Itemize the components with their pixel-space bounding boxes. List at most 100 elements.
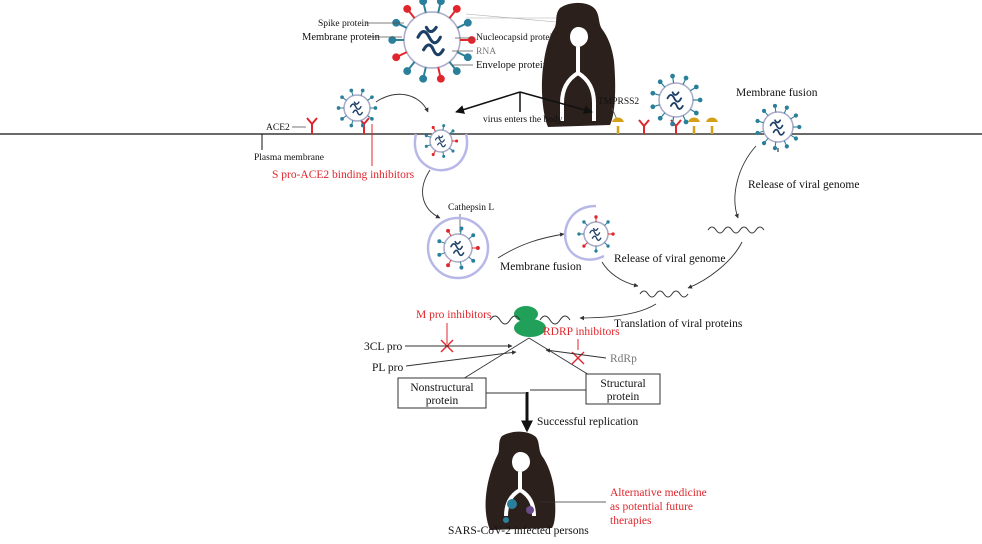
- rna-coil: [434, 135, 447, 148]
- spike-head: [697, 97, 703, 103]
- spike-stalk: [422, 67, 427, 77]
- spike-stalk: [672, 116, 675, 123]
- spike-stalk: [422, 3, 427, 13]
- virion-fusing: [577, 215, 615, 253]
- spike-stalk: [584, 222, 588, 226]
- spike-head: [424, 144, 428, 148]
- label-translation: Translation of viral proteins: [614, 318, 743, 330]
- label-virus-enters: virus enters the body: [483, 115, 563, 125]
- spike-head: [436, 0, 445, 6]
- spike-stalk: [440, 241, 446, 244]
- ribosome: [489, 306, 571, 337]
- spike-stalk: [774, 141, 777, 147]
- spike-stalk: [774, 107, 777, 113]
- spike-head: [340, 95, 344, 99]
- spike-head: [437, 239, 442, 244]
- spike-stalk: [604, 222, 608, 226]
- spike-stalk: [448, 259, 452, 265]
- label-plasma-membrane: Plasma membrane: [254, 153, 324, 163]
- label-m-pro-inhibitors: M pro inhibitors: [416, 309, 492, 321]
- spike-stalk: [468, 235, 473, 240]
- spike-head: [360, 123, 365, 128]
- spike-head: [437, 252, 442, 257]
- endocytosis-vesicle: [413, 133, 469, 172]
- label-3cl-pro: 3CL pro: [364, 341, 402, 353]
- spike-head: [594, 215, 598, 219]
- spike-head: [419, 0, 428, 6]
- spike-head: [761, 140, 767, 146]
- label-membrane-fusion-top: Membrane fusion: [736, 87, 818, 99]
- spike-stalk: [764, 111, 769, 117]
- spike-stalk: [351, 91, 354, 96]
- label-pl-pro: PL pro: [372, 362, 403, 374]
- label-membrane-fusion-mid: Membrane fusion: [500, 261, 582, 273]
- spike-head: [392, 53, 401, 62]
- spike-head: [784, 105, 789, 110]
- spike-head: [336, 106, 341, 110]
- spike-head: [761, 108, 767, 114]
- spike-stalk: [604, 242, 608, 246]
- spike-head: [772, 103, 778, 109]
- virion-labels: Spike protein Membrane protein Nucleocap…: [302, 13, 557, 71]
- structural-protein-box: [585, 373, 661, 405]
- spike-head: [594, 249, 598, 253]
- spike-stalk: [433, 128, 436, 132]
- rna-coil: [349, 101, 363, 116]
- spike-head: [471, 258, 476, 263]
- label-ace2: ACE2: [266, 123, 290, 133]
- spike-head: [611, 232, 615, 236]
- arrow-to-ribosome: [579, 303, 657, 321]
- rna-coil: [769, 119, 785, 136]
- spike-head: [403, 67, 412, 76]
- label-tmprss2: TMPRSS2: [598, 97, 639, 107]
- spike-head: [340, 117, 344, 121]
- rna-coil: [589, 227, 602, 241]
- spike-head: [471, 233, 476, 238]
- spike-stalk: [442, 126, 445, 131]
- label-nucleocapsid-protein: Nucleocapsid protein: [476, 33, 557, 43]
- spike-head: [793, 136, 799, 141]
- arrow-membrane-fusion-mid: [497, 232, 565, 259]
- spike-stalk: [427, 144, 431, 147]
- spike-stalk: [367, 115, 372, 119]
- spike-head: [431, 125, 435, 130]
- spike-stalk: [660, 112, 666, 118]
- spike-head: [463, 53, 472, 62]
- spike-stalk: [351, 120, 354, 125]
- spike-stalk: [783, 140, 787, 146]
- spike-head: [683, 119, 689, 125]
- spike-head: [442, 124, 446, 128]
- spike-stalk: [790, 134, 795, 139]
- virion-large: [388, 0, 476, 83]
- spike-head: [373, 106, 378, 110]
- spike-head: [475, 246, 480, 250]
- arrow-release-right: [734, 145, 757, 219]
- ace2-receptors-right: [638, 119, 682, 134]
- spike-head: [755, 118, 760, 124]
- spike-head: [349, 88, 354, 93]
- spike-stalk: [342, 97, 347, 101]
- spike-head: [772, 145, 778, 151]
- label-spike-protein: Spike protein: [318, 19, 369, 29]
- spike-head: [419, 74, 428, 83]
- lungs-top-silhouette: [541, 2, 616, 128]
- spike-stalk: [449, 147, 453, 151]
- spike-stalk: [437, 3, 442, 13]
- label-membrane-protein: Membrane protein: [302, 32, 381, 43]
- spike-head: [606, 220, 610, 224]
- spike-head: [388, 36, 397, 44]
- rna-coil: [450, 240, 465, 257]
- virus-enters-arrows: [455, 91, 593, 115]
- spike-head: [431, 152, 435, 157]
- spike-stalk: [456, 51, 466, 57]
- label-alternative-medicine-3: therapies: [610, 515, 652, 527]
- spike-stalk: [440, 252, 446, 255]
- spike-head: [683, 75, 689, 81]
- spike-head: [657, 79, 663, 85]
- spike-head: [693, 84, 699, 90]
- label-cathepsin-l: Cathepsin L: [448, 203, 494, 213]
- spike-head: [452, 4, 461, 13]
- spike-head: [452, 67, 461, 76]
